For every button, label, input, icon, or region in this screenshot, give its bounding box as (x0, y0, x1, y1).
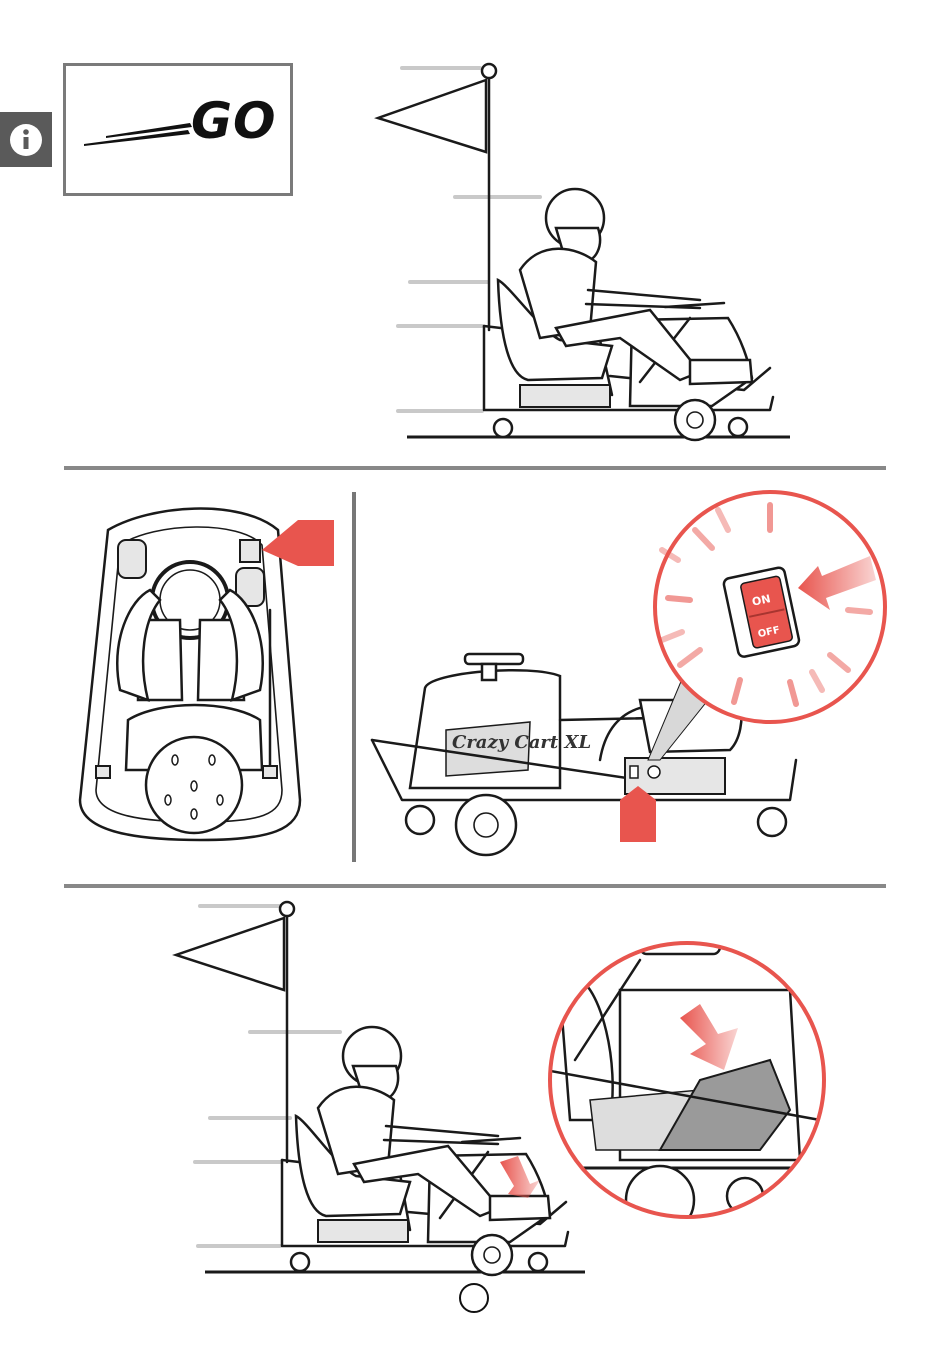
rider-top-view (80, 509, 334, 840)
section-divider-vertical (352, 492, 356, 862)
brand-decal: Crazy Cart XL (452, 732, 591, 753)
rider-side-view-top (378, 64, 790, 440)
section-divider-1 (64, 466, 886, 470)
section-divider-2 (64, 884, 886, 888)
rider-side-view-bottom (176, 902, 585, 1275)
kart-power-switch-view: Crazy Cart XL (372, 492, 885, 855)
pedal-zoom-view (540, 940, 840, 1234)
page-number (459, 1283, 489, 1313)
